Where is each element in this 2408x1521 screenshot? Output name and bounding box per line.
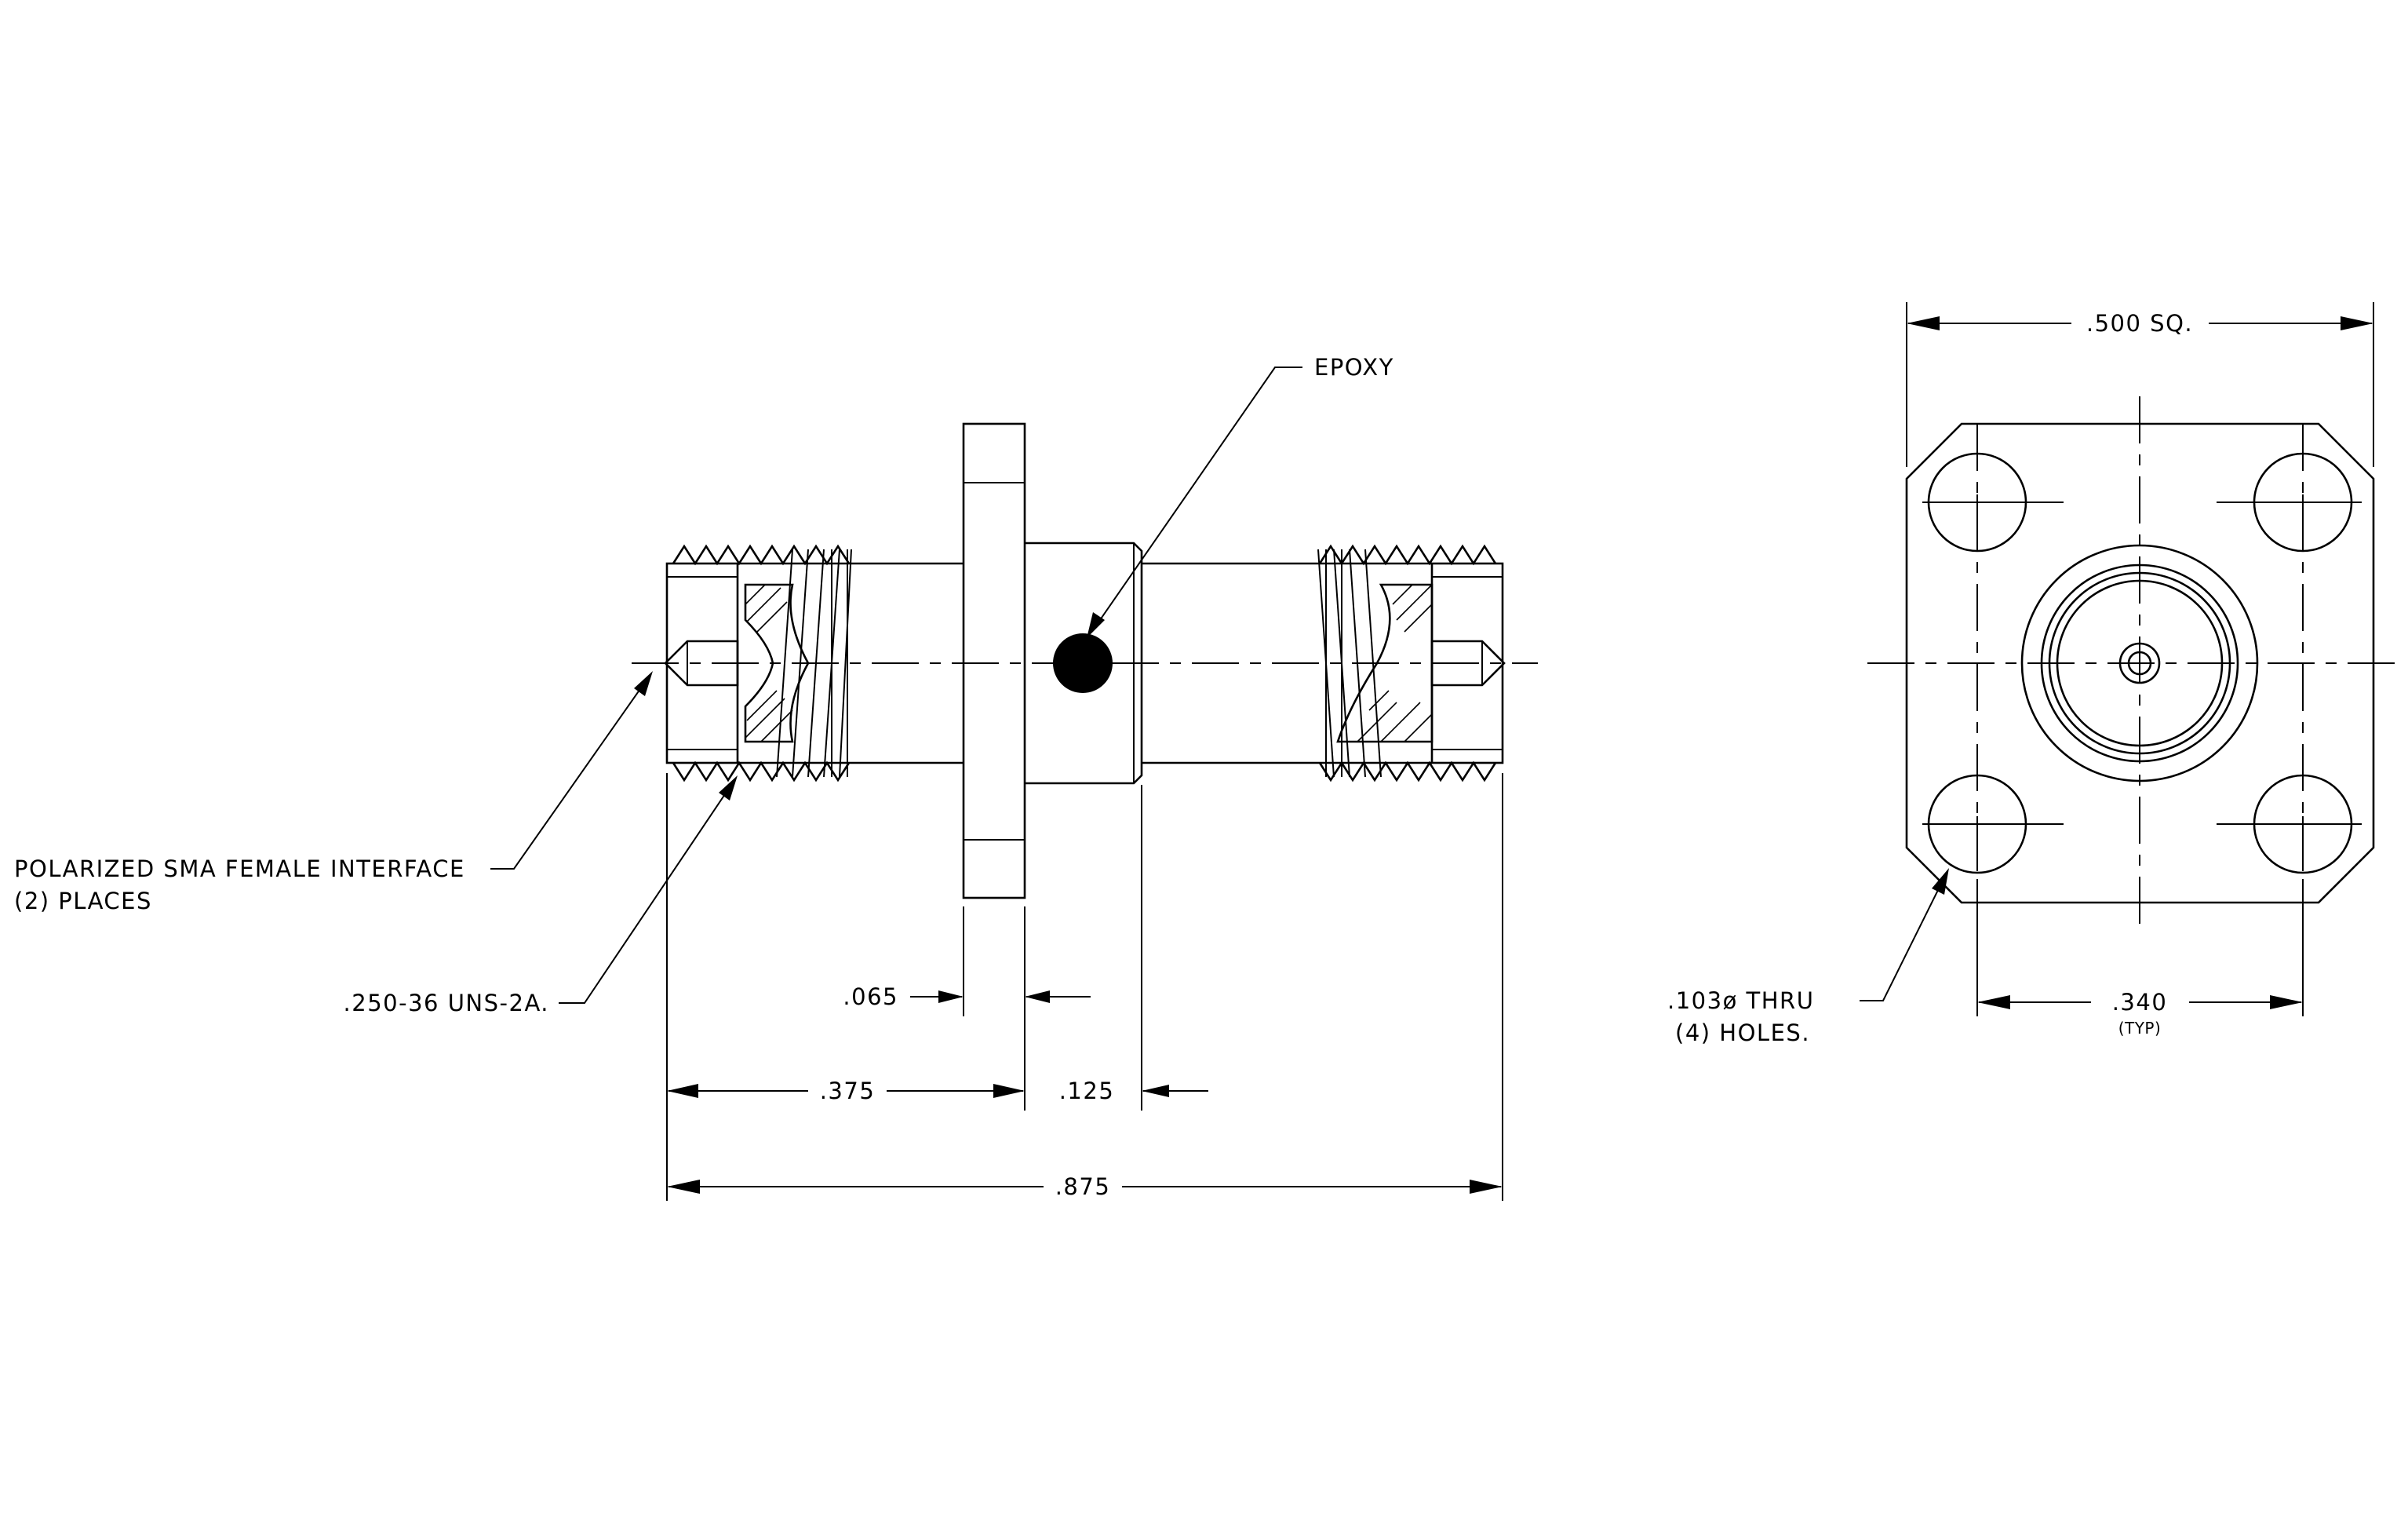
dim-body-step-text: .125 [1059, 1078, 1115, 1104]
hole-top-left [1927, 452, 2027, 553]
epoxy-body [1025, 542, 1143, 785]
right-thread-lines [1317, 549, 1382, 778]
dim-body-step: .125 [1059, 1078, 1208, 1104]
epoxy-dot [1053, 633, 1113, 693]
right-hatching [1357, 584, 1433, 742]
side-extension-lines [666, 773, 1503, 1201]
dim-to-flange-text: .375 [820, 1078, 876, 1104]
callout-interface-line2: (2) PLACES [14, 888, 152, 914]
right-cutaway [1336, 583, 1434, 743]
left-hatching [745, 584, 793, 742]
flange-square [1905, 422, 2375, 904]
callout-holes: .103ø THRU (4) HOLES. [1667, 868, 1949, 1046]
dim-overall-length-text: .875 [1055, 1173, 1111, 1200]
callout-thread-text: .250-36 UNS-2A. [344, 990, 549, 1016]
right-thread-teeth-bottom [1318, 760, 1497, 782]
callout-epoxy: EPOXY [1087, 354, 1394, 638]
dim-hole-spacing: .340 (TYP) [1977, 989, 2303, 1038]
right-body-tube [1142, 562, 1318, 764]
right-contact-pin [1430, 640, 1506, 687]
mounting-holes [1927, 452, 2353, 874]
right-thread-teeth-top [1318, 544, 1497, 566]
left-body-tube [851, 562, 964, 764]
hole-bottom-left [1927, 774, 2027, 874]
dim-square-size: .500 SQ. [1907, 310, 2373, 337]
callout-interface: POLARIZED SMA FEMALE INTERFACE (2) PLACE… [14, 671, 653, 914]
dim-to-flange: .375 [667, 1078, 1025, 1104]
front-view [1867, 396, 2401, 930]
left-thread-teeth-bottom [672, 760, 851, 782]
connector-rings [2020, 544, 2259, 782]
callout-interface-line1: POLARIZED SMA FEMALE INTERFACE [14, 855, 465, 882]
callout-epoxy-text: EPOXY [1314, 354, 1394, 381]
dim-hole-spacing-note: (TYP) [2118, 1019, 2162, 1038]
flange [962, 422, 1026, 899]
callout-holes-line1: .103ø THRU [1667, 987, 1814, 1014]
callout-holes-line2: (4) HOLES. [1675, 1019, 1810, 1046]
dim-flange-thickness-text: .065 [843, 983, 898, 1010]
callout-thread: .250-36 UNS-2A. [344, 775, 738, 1016]
side-view [632, 422, 1538, 899]
center-contact [2118, 642, 2161, 684]
left-thread-lines [776, 549, 852, 778]
dim-square-size-text: .500 SQ. [2086, 310, 2193, 337]
left-thread-teeth-top [672, 544, 851, 566]
hole-top-right [2253, 452, 2353, 553]
left-cutaway [744, 583, 810, 743]
dim-overall-length: .875 [667, 1173, 1503, 1200]
hole-bottom-right [2253, 774, 2353, 874]
left-contact-pin [664, 640, 739, 687]
dim-hole-spacing-text: .340 [2112, 989, 2168, 1016]
dim-flange-thickness: .065 [843, 983, 1091, 1010]
front-extension-lines [1906, 302, 2374, 1016]
